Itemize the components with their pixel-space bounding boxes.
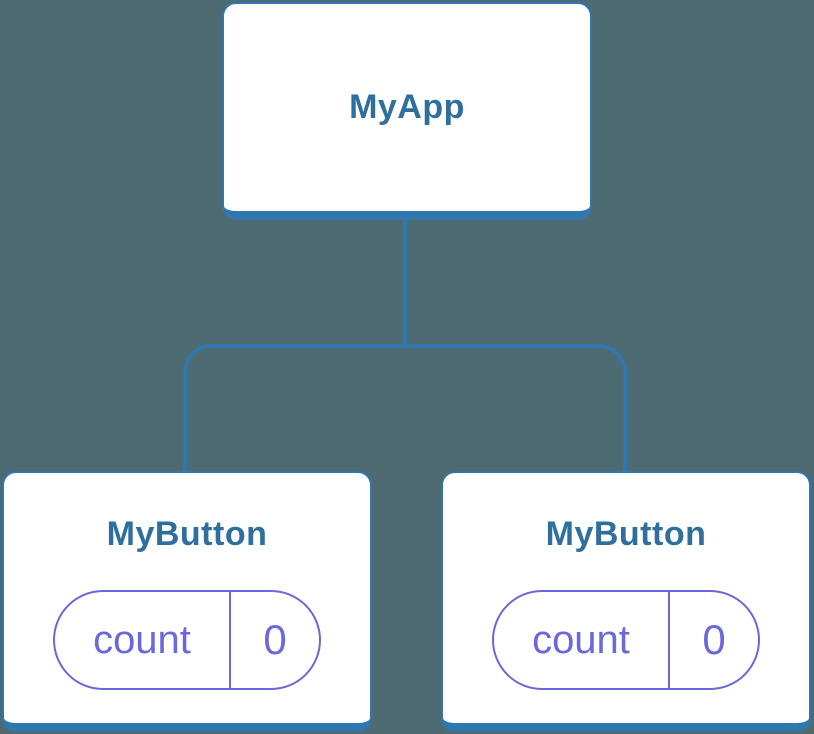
connector-bracket bbox=[183, 344, 627, 471]
pill-divider-left bbox=[229, 592, 231, 688]
state-value-right: 0 bbox=[702, 616, 726, 663]
button-node-left-card: MyButton count 0 bbox=[2, 471, 372, 732]
state-key-right: count bbox=[532, 617, 630, 662]
button-node-right-label: MyButton bbox=[545, 515, 707, 553]
connector-stem bbox=[403, 219, 407, 346]
state-pill-left: count 0 bbox=[53, 590, 321, 690]
app-node-label: MyApp bbox=[349, 88, 465, 126]
state-value-left: 0 bbox=[263, 616, 287, 663]
app-node-card: MyApp bbox=[222, 2, 592, 220]
button-node-left-label: MyButton bbox=[106, 515, 268, 553]
button-node-right-card: MyButton count 0 bbox=[441, 471, 811, 732]
state-key-left: count bbox=[93, 617, 191, 662]
state-pill-right: count 0 bbox=[492, 590, 760, 690]
pill-divider-right bbox=[668, 592, 670, 688]
